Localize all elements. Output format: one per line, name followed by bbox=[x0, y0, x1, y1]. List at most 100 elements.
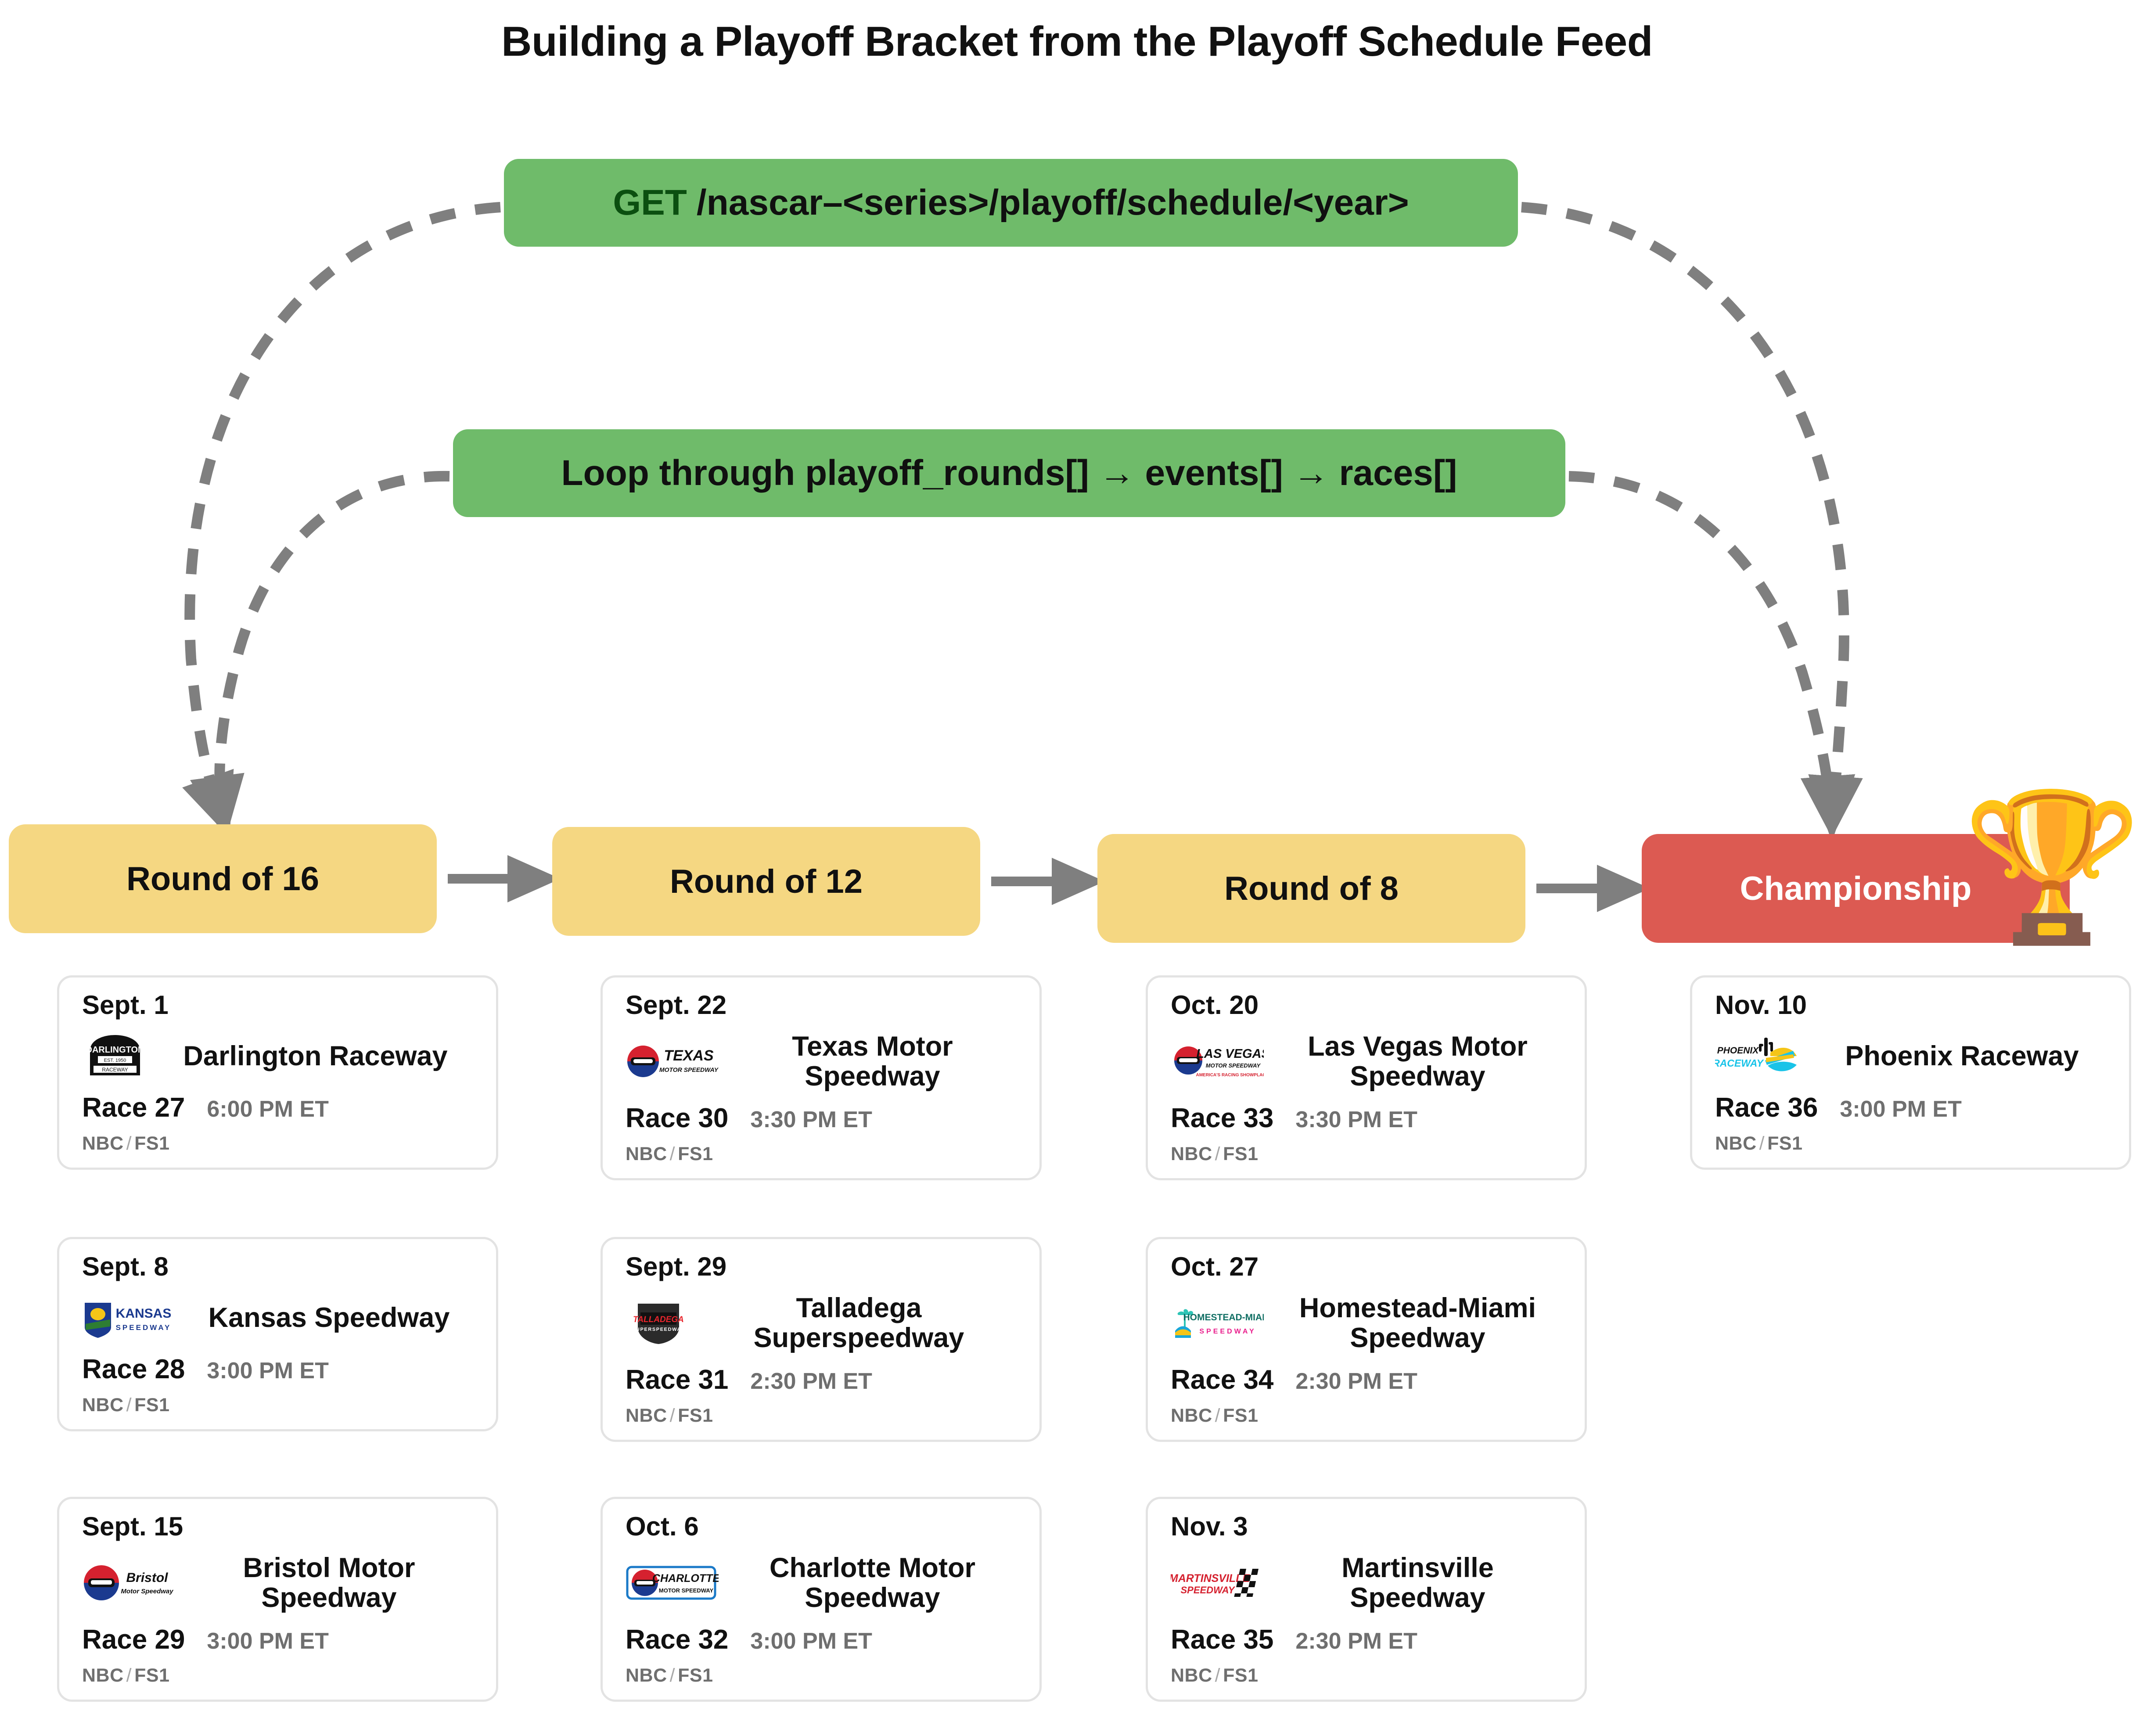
race-start-time: 2:30 PM ET bbox=[750, 1369, 872, 1395]
race-number: Race 34 bbox=[1171, 1365, 1274, 1395]
venue-name: Texas Motor Speedway bbox=[792, 1031, 953, 1092]
svg-text:SPEEDWAY: SPEEDWAY bbox=[1199, 1328, 1256, 1335]
arrow-loop-to-round16 bbox=[190, 471, 450, 839]
svg-text:DARLINGTON: DARLINGTON bbox=[86, 1045, 144, 1055]
broadcast-network-secondary: FS1 bbox=[1767, 1133, 1803, 1154]
venue-name: Las Vegas Motor Speedway bbox=[1308, 1031, 1528, 1092]
arrow-loop-to-championship bbox=[1568, 471, 1856, 840]
broadcast-networks: NBC/FS1 bbox=[1715, 1133, 2106, 1154]
svg-text:SPEEDWAY: SPEEDWAY bbox=[1180, 1585, 1235, 1596]
broadcast-network-primary: NBC bbox=[1715, 1133, 1757, 1154]
page-title: Building a Playoff Bracket from the Play… bbox=[501, 18, 1653, 65]
broadcast-networks: NBC/FS1 bbox=[82, 1395, 473, 1416]
broadcast-networks: NBC/FS1 bbox=[626, 1405, 1017, 1427]
svg-text:MARTINSVILLE: MARTINSVILLE bbox=[1171, 1572, 1250, 1585]
broadcast-separator: / bbox=[126, 1665, 132, 1686]
broadcast-network-primary: NBC bbox=[626, 1405, 667, 1427]
race-start-time: 6:00 PM ET bbox=[207, 1096, 329, 1122]
broadcast-network-primary: NBC bbox=[1171, 1405, 1212, 1427]
round-header-round-of-16[interactable]: Round of 16 bbox=[9, 824, 437, 933]
round-label: Round of 8 bbox=[1224, 870, 1399, 907]
race-number: Race 33 bbox=[1171, 1103, 1274, 1134]
broadcast-network-primary: NBC bbox=[82, 1133, 124, 1154]
api-endpoint-step[interactable]: GET /nascar–<series>/playoff/schedule/<y… bbox=[504, 159, 1518, 247]
broadcast-separator: / bbox=[126, 1133, 132, 1154]
round-header-round-of-8[interactable]: Round of 8 bbox=[1097, 834, 1525, 943]
svg-text:SPEEDWAY: SPEEDWAY bbox=[116, 1323, 172, 1332]
loop-step[interactable]: Loop through playoff_rounds[] → events[]… bbox=[453, 429, 1565, 517]
arrow-get-to-championship bbox=[1521, 202, 1863, 840]
trophy-icon: 🏆 bbox=[1962, 786, 2143, 948]
race-number: Race 31 bbox=[626, 1365, 729, 1395]
round-label: Round of 12 bbox=[669, 863, 863, 900]
broadcast-network-primary: NBC bbox=[626, 1143, 667, 1165]
round-header-round-of-12[interactable]: Round of 12 bbox=[552, 827, 980, 936]
broadcast-network-primary: NBC bbox=[82, 1665, 124, 1686]
broadcast-separator: / bbox=[126, 1395, 132, 1416]
broadcast-networks: NBC/FS1 bbox=[1171, 1665, 1562, 1686]
race-number: Race 30 bbox=[626, 1103, 729, 1134]
svg-text:RACEWAY: RACEWAY bbox=[102, 1067, 128, 1073]
svg-text:AMERICA'S RACING SHOWPLACE!: AMERICA'S RACING SHOWPLACE! bbox=[1196, 1073, 1264, 1078]
broadcast-networks: NBC/FS1 bbox=[626, 1143, 1017, 1165]
race-date: Sept. 8 bbox=[82, 1252, 169, 1281]
venue-name: Phoenix Raceway bbox=[1845, 1040, 2079, 1071]
broadcast-separator: / bbox=[669, 1143, 676, 1165]
svg-text:SUPERSPEEDWAY: SUPERSPEEDWAY bbox=[632, 1327, 685, 1332]
race-date: Oct. 27 bbox=[1171, 1252, 1259, 1281]
race-number: Race 36 bbox=[1715, 1093, 1818, 1123]
broadcast-separator: / bbox=[1215, 1143, 1221, 1165]
round-label: Championship bbox=[1740, 870, 1972, 907]
venue-name: Bristol Motor Speedway bbox=[243, 1553, 415, 1614]
race-start-time: 3:00 PM ET bbox=[750, 1628, 872, 1654]
broadcast-network-primary: NBC bbox=[1171, 1143, 1212, 1165]
race-date: Sept. 22 bbox=[626, 990, 727, 1020]
svg-text:MOTOR SPEEDWAY: MOTOR SPEEDWAY bbox=[1206, 1062, 1261, 1069]
svg-text:CHARLOTTE: CHARLOTTE bbox=[652, 1572, 719, 1585]
race-number: Race 35 bbox=[1171, 1625, 1274, 1655]
race-number: Race 29 bbox=[82, 1625, 185, 1655]
venue-name: Talladega Superspeedway bbox=[753, 1293, 964, 1354]
venue-name: Kansas Speedway bbox=[208, 1302, 450, 1333]
race-start-time: 3:00 PM ET bbox=[1840, 1096, 1962, 1122]
race-start-time: 3:30 PM ET bbox=[750, 1107, 872, 1133]
broadcast-separator: / bbox=[1215, 1405, 1221, 1427]
svg-text:RACEWAY: RACEWAY bbox=[1715, 1057, 1765, 1069]
svg-text:PHOENIX: PHOENIX bbox=[1717, 1046, 1760, 1056]
race-number: Race 28 bbox=[82, 1354, 185, 1384]
venue-name: Homestead-Miami Speedway bbox=[1299, 1293, 1536, 1354]
race-date: Sept. 15 bbox=[82, 1512, 183, 1541]
race-date: Sept. 29 bbox=[626, 1252, 727, 1281]
race-meta-row: Race 30 3:30 PM ET bbox=[626, 1103, 1017, 1134]
race-date: Oct. 6 bbox=[626, 1512, 699, 1541]
broadcast-network-secondary: FS1 bbox=[678, 1405, 713, 1427]
round-header-championship[interactable]: Championship bbox=[1642, 834, 2070, 943]
race-meta-row: Race 36 3:00 PM ET bbox=[1715, 1092, 2106, 1123]
